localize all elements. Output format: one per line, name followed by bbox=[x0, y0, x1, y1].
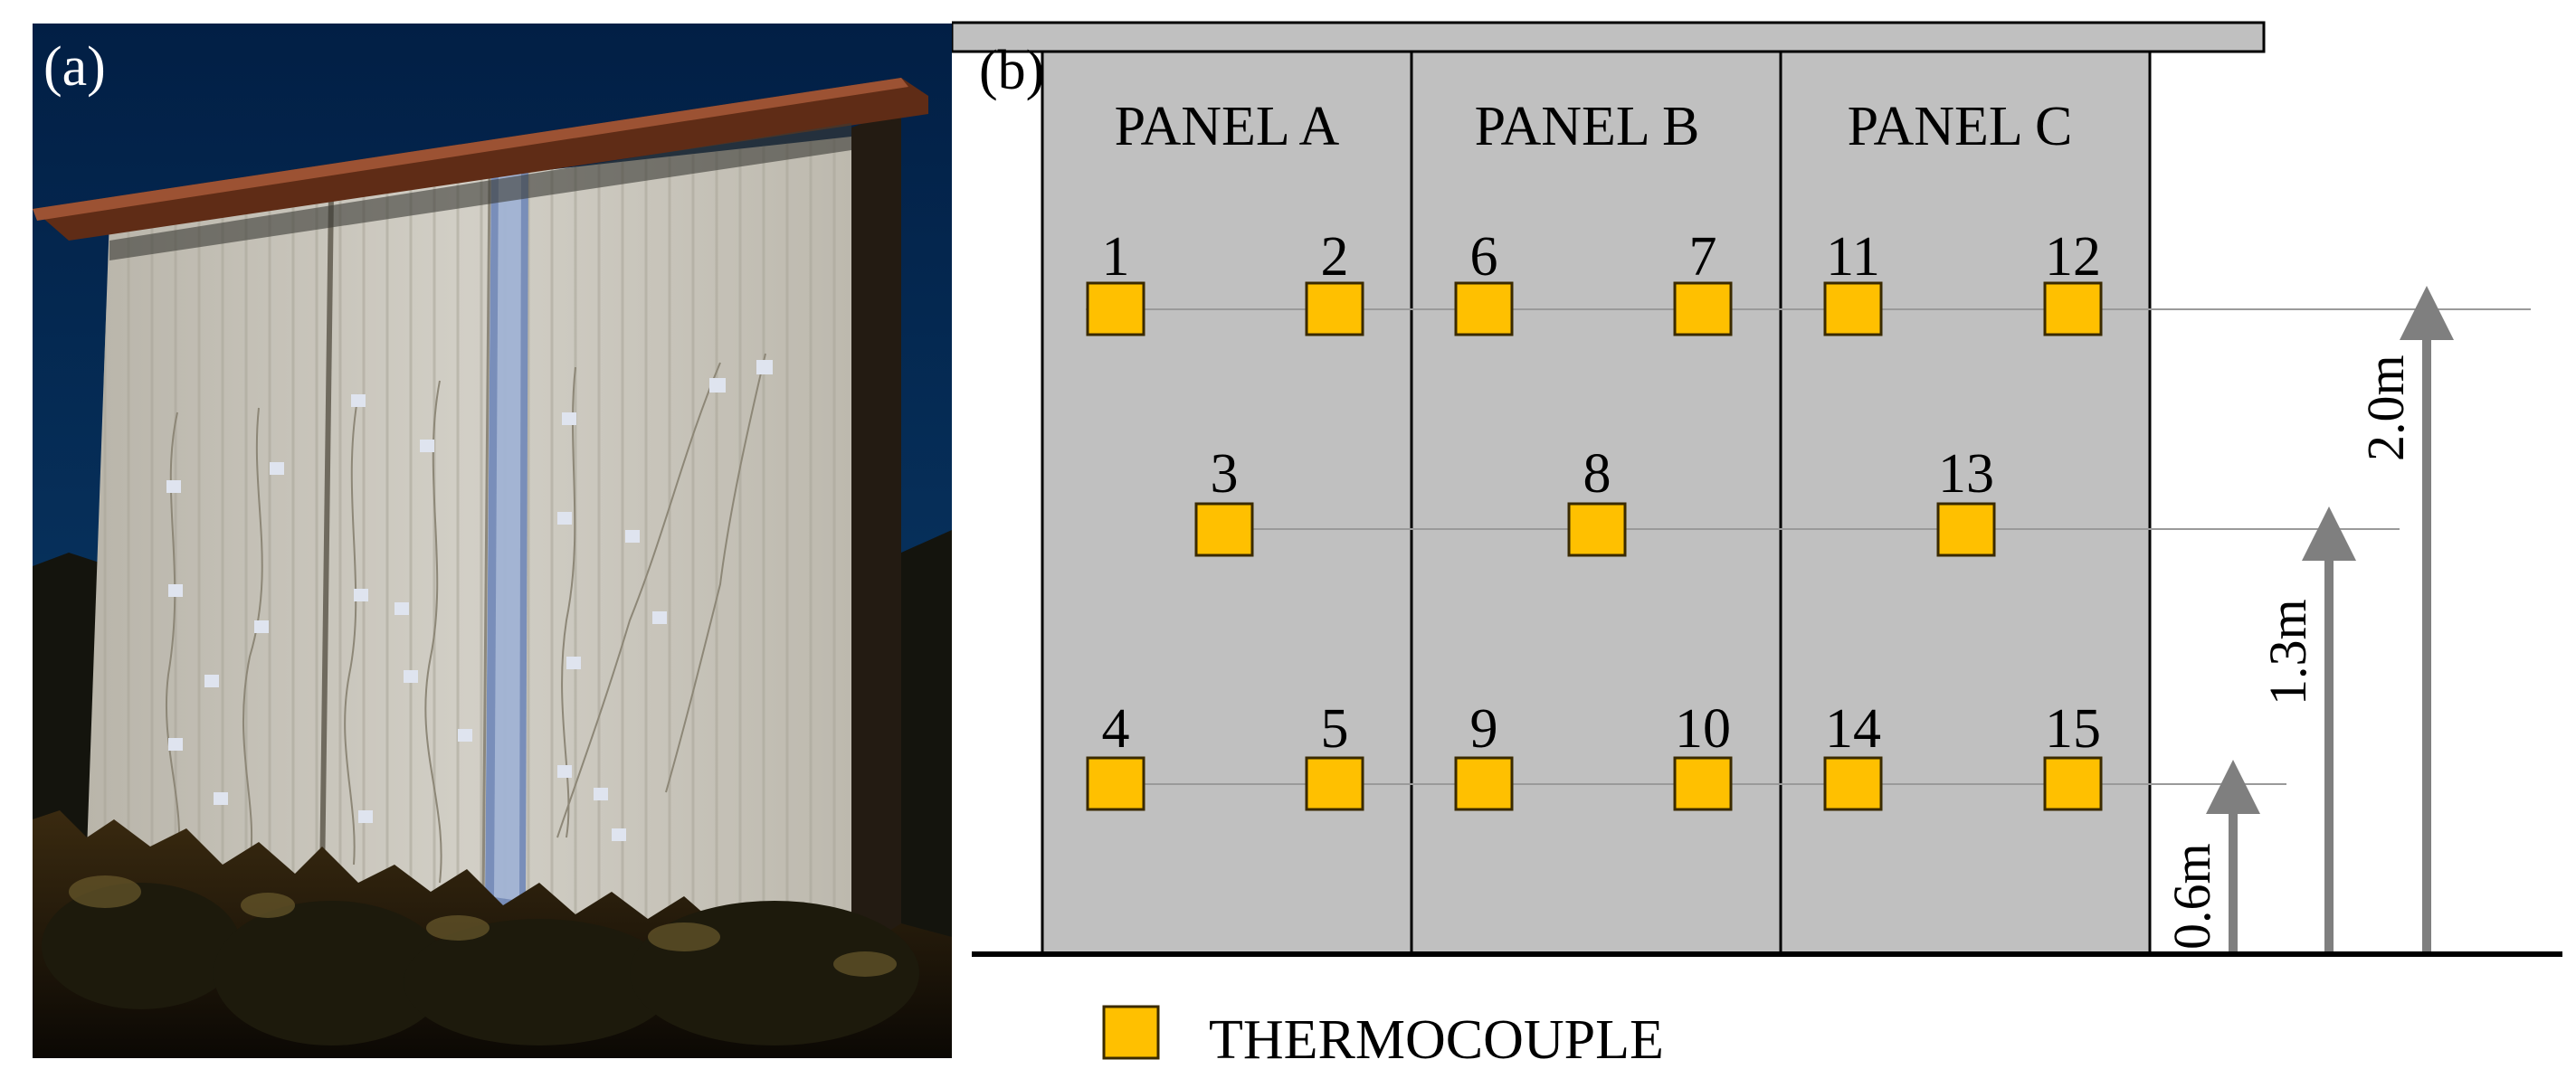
thermocouple-5 bbox=[1305, 756, 1364, 811]
side-structure bbox=[851, 109, 901, 1000]
panel-seam-1 bbox=[319, 193, 334, 884]
wall-ribs bbox=[87, 137, 851, 955]
thermocouple-12 bbox=[2043, 281, 2103, 336]
thermocouple-2 bbox=[1305, 281, 1364, 336]
thermocouple-label-12: 12 bbox=[2045, 226, 2101, 288]
roof bbox=[33, 78, 928, 241]
foil-patches bbox=[166, 360, 773, 841]
thermocouple-label-8: 8 bbox=[1583, 443, 1611, 505]
thermocouple-label-3: 3 bbox=[1211, 443, 1239, 505]
thermocouple-1 bbox=[1086, 281, 1145, 336]
thermocouple-label-10: 10 bbox=[1675, 698, 1731, 760]
thermocouple-label-1: 1 bbox=[1102, 226, 1130, 288]
photo-panel: (a) bbox=[33, 24, 952, 1058]
panel-a-label: PANEL A bbox=[1115, 96, 1340, 157]
thermocouple-schematic: (b) PANEL A PANEL B PANEL C bbox=[950, 21, 2562, 1071]
thermocouple-label-14: 14 bbox=[1825, 698, 1881, 760]
thermocouple-15 bbox=[2043, 756, 2103, 811]
thermocouple-13 bbox=[1936, 502, 1996, 557]
thermocouple-label-11: 11 bbox=[1826, 226, 1880, 288]
legend-label: THERMOCOUPLE bbox=[1209, 1009, 1664, 1071]
thermocouple-label-9: 9 bbox=[1470, 698, 1498, 760]
shrub-highlights bbox=[69, 875, 897, 977]
height-label-2-0m: 2.0m bbox=[2356, 355, 2415, 461]
panel-c-label: PANEL C bbox=[1848, 96, 2073, 157]
thermocouple-4 bbox=[1086, 756, 1145, 811]
thermocouple-label-4: 4 bbox=[1102, 698, 1130, 760]
thermocouple-11 bbox=[1823, 281, 1883, 336]
schematic-panel: (b) PANEL A PANEL B PANEL C bbox=[950, 0, 2576, 1083]
thermocouple-9 bbox=[1454, 756, 1514, 811]
thermocouple-8 bbox=[1567, 502, 1627, 557]
legend-swatch bbox=[1102, 1005, 1160, 1060]
thermocouple-3 bbox=[1194, 502, 1254, 557]
thermocouple-7 bbox=[1673, 281, 1733, 336]
height-label-0-6m: 0.6m bbox=[2163, 843, 2221, 950]
thermocouple-label-5: 5 bbox=[1321, 698, 1349, 760]
thermocouple-10 bbox=[1673, 756, 1733, 811]
part-b-label: (b) bbox=[979, 40, 1044, 101]
panel-b-label: PANEL B bbox=[1475, 96, 1700, 157]
roof-bar bbox=[950, 21, 2266, 53]
height-label-1-3m: 1.3m bbox=[2258, 599, 2317, 705]
thermocouple-label-15: 15 bbox=[2045, 698, 2101, 760]
panel-seam-2 bbox=[481, 175, 491, 906]
thermocouple-label-7: 7 bbox=[1689, 226, 1717, 288]
thermocouple-label-6: 6 bbox=[1470, 226, 1498, 288]
thermocouple-14 bbox=[1823, 756, 1883, 811]
thermocouple-6 bbox=[1454, 281, 1514, 336]
thermocouple-label-13: 13 bbox=[1938, 443, 1994, 505]
thermocouples bbox=[1086, 281, 2103, 811]
roof-shadow bbox=[109, 123, 851, 260]
thermocouple-label-2: 2 bbox=[1321, 226, 1349, 288]
part-a-label: (a) bbox=[43, 36, 106, 98]
test-wall-photo: (a) bbox=[33, 24, 952, 1058]
